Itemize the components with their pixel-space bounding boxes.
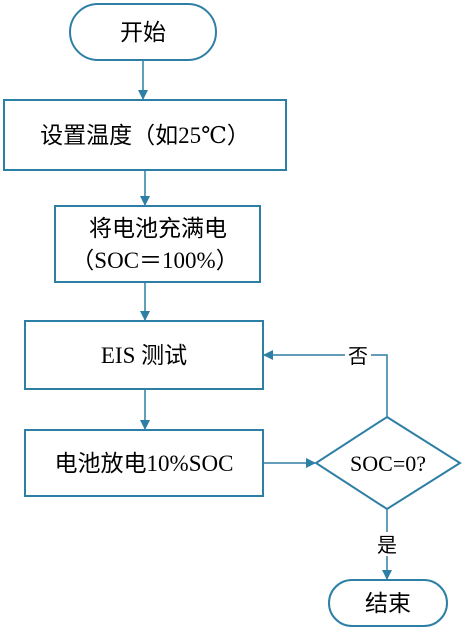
eis-test-label: EIS 测试 bbox=[101, 343, 187, 368]
no-label: 否 bbox=[348, 346, 368, 368]
start-label: 开始 bbox=[120, 20, 166, 45]
end-label: 结束 bbox=[365, 591, 411, 616]
set-temperature-box bbox=[3, 99, 287, 171]
arrow-no-loop bbox=[263, 350, 388, 417]
end-terminator bbox=[328, 579, 448, 627]
charge-battery-line1: 将电池充满电 bbox=[89, 216, 227, 241]
yes-label: 是 bbox=[377, 535, 397, 557]
discharge-label: 电池放电10%SOC bbox=[55, 451, 234, 476]
set-temperature-label: 设置温度（如25℃） bbox=[40, 123, 250, 148]
charge-battery-box bbox=[54, 205, 261, 283]
yes-label-backdrop bbox=[374, 532, 400, 556]
no-label-backdrop bbox=[345, 343, 371, 367]
discharge-box bbox=[24, 429, 264, 497]
charge-battery-line2: （SOC＝100%） bbox=[71, 248, 238, 273]
decision-label: SOC=0? bbox=[350, 451, 426, 476]
